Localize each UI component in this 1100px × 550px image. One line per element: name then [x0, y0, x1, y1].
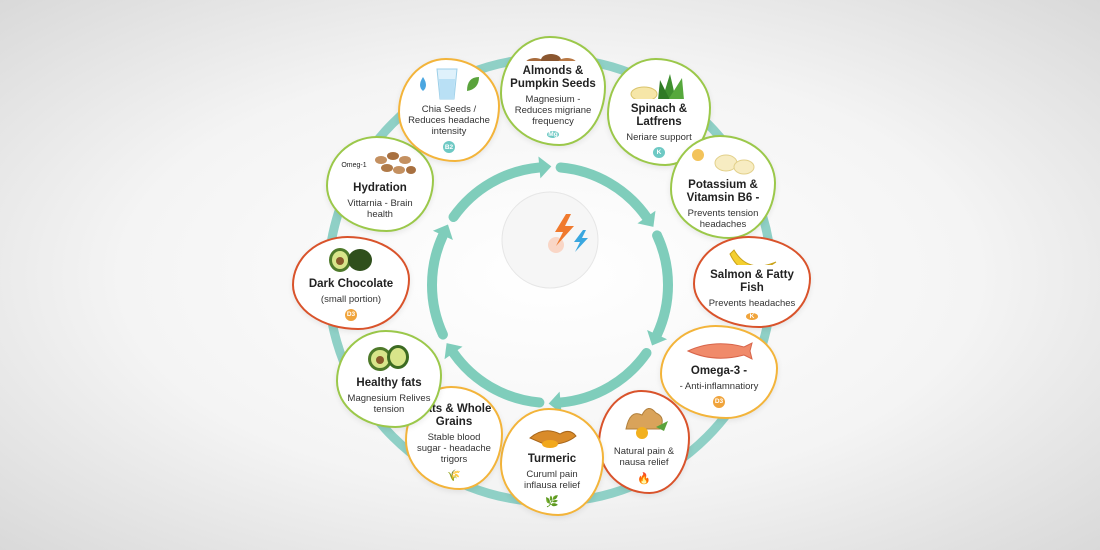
nutrient-badge: K — [653, 147, 665, 158]
card-title: Healthy fats — [356, 377, 422, 389]
avocado-icon — [329, 247, 372, 272]
cycle-arc — [555, 347, 652, 408]
hydration-image-row: Omeg-1 — [341, 148, 418, 182]
card-desc: (small portion) — [320, 293, 382, 305]
avocado-icon — [368, 345, 409, 371]
chia-image-row — [417, 67, 481, 101]
fire-icon: 🔥 — [637, 473, 651, 485]
wheat-icon: 🌾 — [447, 470, 461, 482]
omega-label: Omeg-1 — [341, 161, 367, 169]
cycle-arrowhead — [538, 156, 552, 179]
cycle-arc — [448, 347, 545, 408]
card-title: Salmon & Fatty Fish — [710, 268, 794, 294]
card-healthy-fats: Healthy fats Magnesium Relives tension — [336, 330, 442, 428]
card-almonds: Almonds & Pumpkin Seeds Magnesium - Redu… — [500, 36, 606, 146]
ginger-icon — [625, 408, 668, 439]
banana-icon — [729, 249, 777, 265]
card-title: Hydration — [353, 182, 407, 194]
lightning-icon — [555, 214, 588, 252]
card-desc: Vittarnia - Brain health — [347, 198, 413, 220]
water-drop-icon — [420, 77, 426, 91]
card-dark-chocolate: Dark Chocolate (small portion) D3 — [292, 236, 410, 330]
salmon-icon — [686, 341, 753, 360]
card-desc: Prevents headaches — [708, 297, 796, 309]
card-hydration: Omeg-1 Hydration Vittarnia - Brain healt… — [326, 136, 434, 232]
seeds-icon — [374, 152, 416, 174]
card-salmon: Salmon & Fatty Fish Prevents headaches K — [693, 236, 811, 328]
cycle-arrowhead — [432, 224, 453, 241]
nutrient-badge: Mg — [547, 131, 559, 138]
nutrient-badge: B2 — [443, 141, 455, 153]
spinach-icon — [630, 74, 684, 99]
nutrient-badge: K — [746, 312, 758, 320]
card-title: Turmeric — [527, 453, 577, 465]
leaf-icon: 🌿 — [545, 496, 559, 508]
card-potassium: Potassium & Vitamsin B6 - Prevents tensi… — [670, 135, 776, 239]
card-ginger: Natural pain & nausa relief 🔥 — [598, 390, 690, 494]
water-glass-icon — [436, 68, 458, 100]
card-title: Dark Chocolate — [308, 277, 394, 290]
card-title: Oats & Whole Grains — [416, 403, 492, 428]
cycle-arc — [555, 162, 652, 223]
card-title: Omega-3 - — [690, 364, 748, 377]
card-desc: Prevents tension headaches — [687, 207, 759, 230]
cycle-arc — [448, 162, 545, 223]
cycle-arc — [427, 230, 448, 340]
leaf-icon — [467, 77, 479, 91]
card-title: Almonds & Pumpkin Seeds — [510, 65, 596, 90]
card-omega: Omega-3 - - Anti-inflamnatiory D3 — [660, 325, 778, 419]
cycle-arrowhead — [637, 210, 656, 227]
card-desc: Chia Seeds / Reduces headache intensity — [408, 104, 490, 137]
card-chia: Chia Seeds / Reduces headache intensity … — [398, 58, 500, 162]
card-desc: Magnesium Relives tension — [347, 393, 431, 415]
cycle-arrowhead — [647, 329, 668, 346]
banana-slices-icon — [692, 148, 755, 174]
cycle-arrowhead — [444, 343, 463, 360]
card-desc: Natural pain & nausa relief — [613, 446, 675, 468]
card-desc: Magnesium - Reduces migriane frequency — [514, 94, 592, 127]
card-title: Spinach & Latfrens — [630, 103, 688, 128]
card-desc: Stable blood sugar - headache trigors — [417, 432, 491, 465]
card-desc: Neriare support — [626, 132, 692, 143]
inner-arrow-cycle — [427, 156, 673, 414]
nutrient-badge: D3 — [713, 395, 725, 408]
card-desc: - Anti-inflamnatiory — [679, 380, 759, 392]
turmeric-icon — [529, 430, 577, 448]
nuts-icon — [526, 54, 576, 61]
cycle-arc — [652, 230, 673, 340]
nutrient-badge: D3 — [345, 308, 357, 321]
card-desc: Curuml pain inflausa relief — [524, 469, 580, 491]
card-title: Potassium & Vitamsin B6 - — [686, 178, 760, 204]
card-turmeric: Turmeric Curuml pain inflausa relief 🌿 — [500, 408, 604, 516]
